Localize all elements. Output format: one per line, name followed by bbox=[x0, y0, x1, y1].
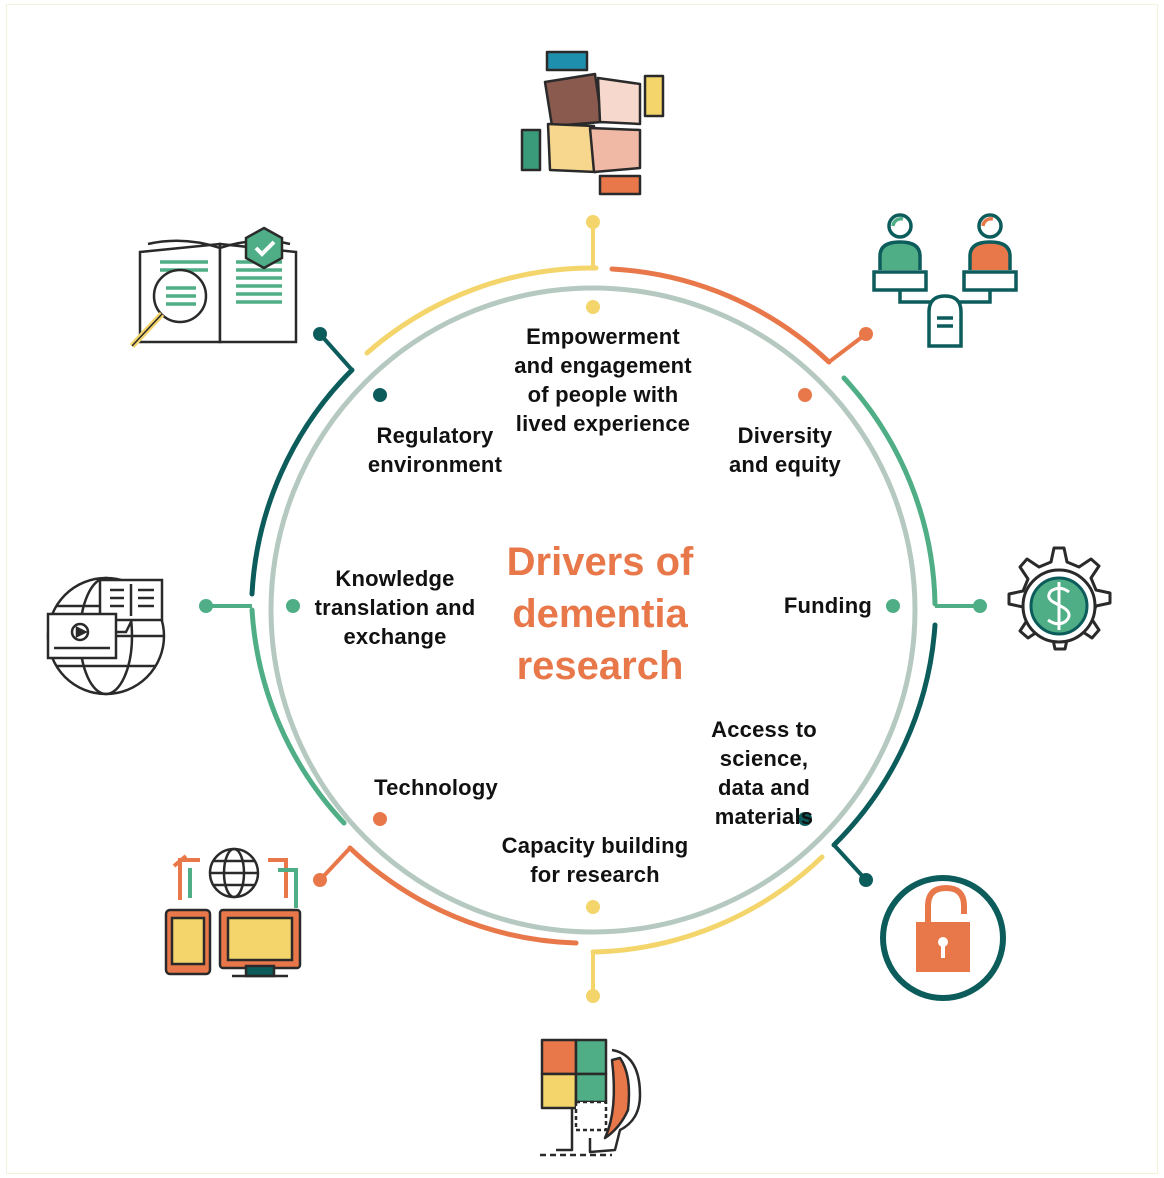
arc-funding bbox=[841, 375, 938, 607]
driver-label-regulatory: Regulatory environment bbox=[367, 423, 503, 477]
diagram-title: Drivers of dementia research bbox=[506, 540, 694, 688]
driver-label-access: Access to science, data and materials bbox=[711, 717, 817, 829]
outer-dot-empowerment bbox=[586, 215, 600, 229]
outer-dot-diversity bbox=[859, 327, 873, 341]
inner-dot-knowledge bbox=[286, 599, 300, 613]
inner-dot-regulatory bbox=[373, 388, 387, 402]
page-frame bbox=[6, 4, 1158, 1174]
outer-dot-access bbox=[859, 873, 873, 887]
arc-diversity bbox=[609, 266, 832, 365]
connector-technology bbox=[318, 846, 352, 882]
inner-dot-funding bbox=[886, 599, 900, 613]
hands-together-icon bbox=[520, 50, 665, 196]
book-magnifier-icon bbox=[129, 226, 298, 349]
driver-label-knowledge: Knowledge translation and exchange bbox=[314, 566, 476, 649]
arc-technology bbox=[347, 845, 579, 946]
connector-diversity bbox=[827, 332, 868, 364]
inner-dot-empowerment bbox=[586, 300, 600, 314]
people-balance-icon bbox=[872, 213, 1018, 348]
arc-capacity bbox=[590, 854, 825, 955]
driver-label-capacity: Capacity building for research bbox=[501, 833, 689, 887]
inner-dot-diversity bbox=[798, 388, 812, 402]
driver-label-funding: Funding bbox=[783, 593, 872, 618]
driver-label-technology: Technology bbox=[374, 775, 498, 800]
connector-regulatory bbox=[318, 332, 354, 372]
arc-access bbox=[831, 622, 938, 848]
arc-knowledge bbox=[249, 607, 347, 826]
central-ring bbox=[268, 285, 918, 935]
dollar-gear-icon bbox=[1007, 546, 1112, 651]
outer-dot-regulatory bbox=[313, 327, 327, 341]
driver-label-empowerment: Empowerment and engagement of people wit… bbox=[514, 324, 692, 436]
arc-empowerment bbox=[364, 265, 599, 356]
puzzle-head-icon bbox=[540, 1038, 642, 1157]
outer-dot-knowledge bbox=[199, 599, 213, 613]
arc-regulatory bbox=[249, 367, 355, 597]
outer-dot-technology bbox=[313, 873, 327, 887]
outer-dot-funding bbox=[973, 599, 987, 613]
inner-dot-technology bbox=[373, 812, 387, 826]
outer-dot-capacity bbox=[586, 989, 600, 1003]
unlocked-padlock-icon bbox=[880, 875, 1006, 1001]
inner-dot-access bbox=[798, 812, 812, 826]
devices-globe-icon bbox=[164, 847, 302, 978]
globe-media-icon bbox=[46, 576, 166, 696]
connector-access bbox=[832, 843, 868, 882]
driver-label-diversity: Diversity and equity bbox=[728, 423, 841, 477]
inner-dot-capacity bbox=[586, 900, 600, 914]
